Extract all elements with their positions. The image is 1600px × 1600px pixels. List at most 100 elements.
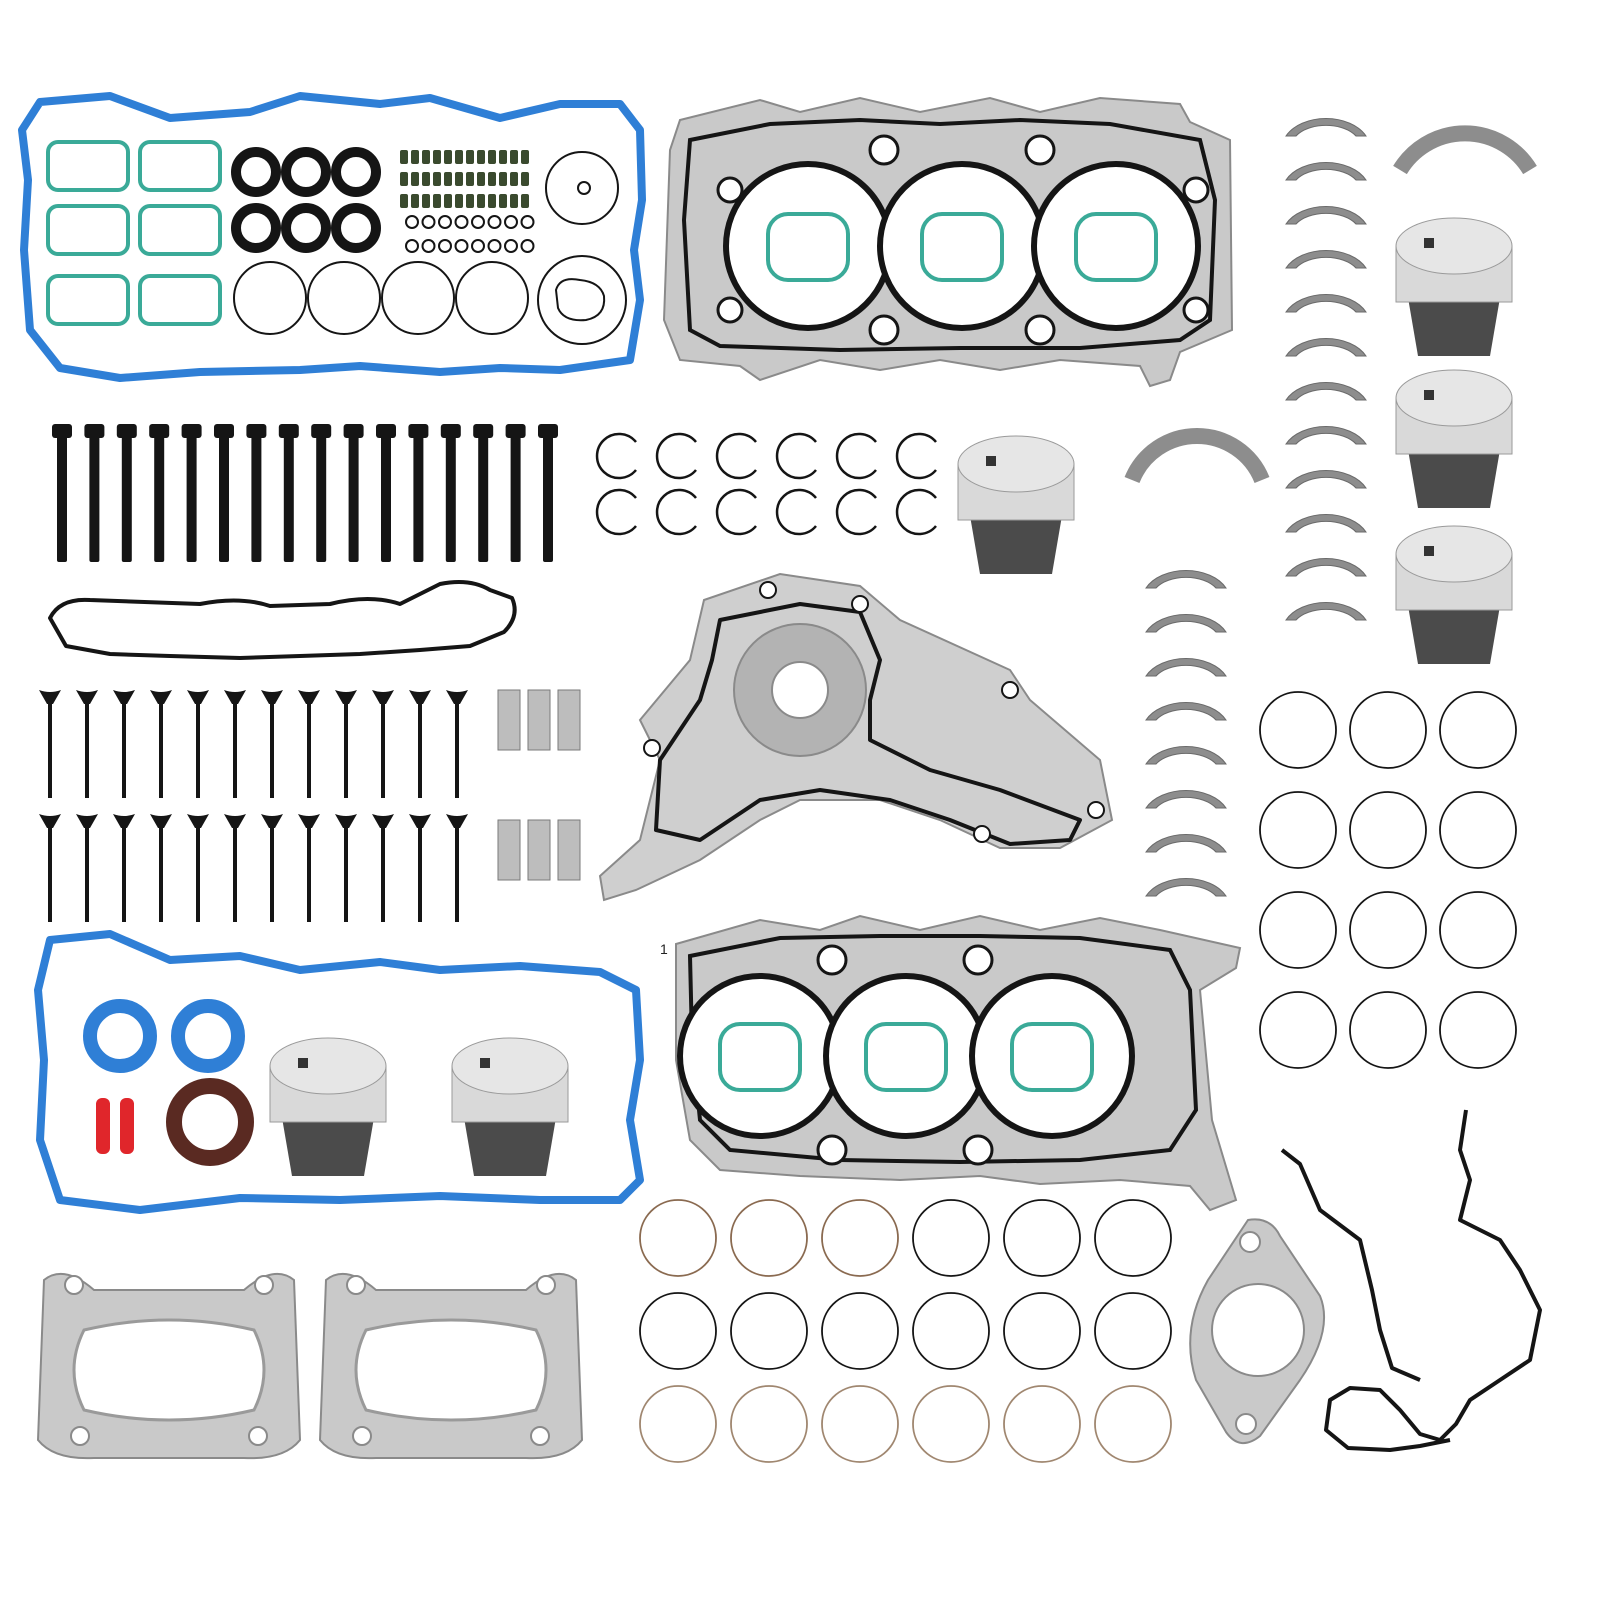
bolt-hole <box>868 134 900 166</box>
thrust-washers <box>1124 125 1537 484</box>
valve-head <box>298 814 320 828</box>
piston-ring <box>1003 1292 1081 1370</box>
piston-skirt <box>1406 438 1502 508</box>
valve-stem <box>344 702 348 798</box>
head-bolt-head <box>278 424 299 438</box>
valve-head <box>76 814 98 828</box>
valve-head <box>150 814 172 828</box>
valve-stem <box>455 702 459 798</box>
valve-stem-seal <box>521 194 529 208</box>
pin-clip <box>775 488 817 536</box>
bolt-holes <box>816 944 994 1166</box>
valve-stem-seal <box>510 172 518 186</box>
thrust-washer <box>1124 427 1270 484</box>
head-bolt-shank <box>57 432 67 562</box>
valve-stem-seal <box>510 194 518 208</box>
cylinder-bore <box>677 973 843 1139</box>
piston-ring <box>1349 791 1427 869</box>
valve-stem <box>381 826 385 922</box>
bolt-hole <box>868 314 900 346</box>
valve-stem <box>85 826 89 922</box>
tube-seal <box>331 203 381 253</box>
bolt-hole <box>1024 134 1056 166</box>
valve-head <box>76 690 98 704</box>
piston-ring <box>1439 891 1517 969</box>
valve-head <box>187 814 209 828</box>
head-bolt-head <box>116 424 137 438</box>
valve-head <box>372 690 394 704</box>
valve-stem-seal <box>422 172 430 186</box>
valve-stem-seal <box>488 194 496 208</box>
valve-stem <box>381 702 385 798</box>
valve-head <box>113 690 135 704</box>
piston-ring <box>1094 1199 1172 1277</box>
head-bolts <box>52 424 558 562</box>
bolt-hole <box>1235 1413 1257 1435</box>
valve-stem-seal <box>466 194 474 208</box>
piston-ring <box>1094 1292 1172 1370</box>
valve-cover-gasket-top <box>18 92 646 382</box>
valve-stem <box>122 826 126 922</box>
combustion-chambers <box>723 161 1201 331</box>
valves <box>39 690 468 922</box>
piston-pins <box>497 689 581 881</box>
pin-clip <box>595 488 637 536</box>
bearing-shell <box>1145 834 1227 853</box>
head-bolt-shank <box>219 432 229 562</box>
head-bolt-shank <box>445 432 456 562</box>
bearing-shell <box>1285 338 1367 357</box>
water-pump-opening <box>771 661 829 719</box>
bearing-shell <box>1145 614 1227 633</box>
piston-skirt <box>1406 286 1502 356</box>
piston-ring <box>912 1199 990 1277</box>
piston-ring <box>639 1385 717 1463</box>
pistons <box>269 217 1513 1176</box>
bolt-hole <box>759 581 777 599</box>
small-o-ring <box>421 215 436 229</box>
valve-stem-seal <box>400 172 408 186</box>
head-bolt-shank <box>543 432 553 562</box>
bearing-shell <box>1285 602 1367 621</box>
tube-plugs <box>96 1098 134 1154</box>
head-bolt-head <box>311 424 332 438</box>
tube-seal <box>281 203 331 253</box>
piston-pin-clips <box>595 432 937 536</box>
small-o-ring <box>421 239 436 253</box>
pin-clip <box>715 488 757 536</box>
head-bolt-head <box>440 424 461 438</box>
head-bolt-shank <box>381 432 391 562</box>
small-o-ring <box>520 215 535 229</box>
pin-clip <box>595 432 637 480</box>
valve-stem-seal <box>400 150 408 164</box>
valve-stem <box>196 702 200 798</box>
oil-filter-gasket <box>554 278 606 322</box>
piston-skirt <box>1406 594 1502 664</box>
bolt-hole <box>64 1275 84 1295</box>
valve-stem <box>270 702 274 798</box>
piston-mark <box>480 1058 490 1068</box>
bolt-hole <box>70 1426 90 1446</box>
piston-crown <box>957 435 1075 493</box>
o-ring <box>545 151 619 225</box>
bolt-hole <box>1182 176 1210 204</box>
valve-head <box>150 690 172 704</box>
o-ring <box>537 255 627 345</box>
bolt-hole <box>1239 1231 1261 1253</box>
piston <box>451 1037 569 1176</box>
valve-stem <box>159 826 163 922</box>
bolt-holes <box>643 581 1105 843</box>
piston-ring <box>1259 991 1337 1069</box>
valve-stem-seal <box>422 194 430 208</box>
valve-stem <box>344 826 348 922</box>
bolt-hole <box>254 1275 274 1295</box>
valve-stem <box>307 826 311 922</box>
piston-mark <box>298 1058 308 1068</box>
valve-head <box>261 690 283 704</box>
piston-ring <box>1259 891 1337 969</box>
valve-stem-seal <box>422 150 430 164</box>
valve-stem-seal <box>466 172 474 186</box>
exhaust-manifold-gaskets <box>36 1272 584 1460</box>
piston-ring <box>730 1292 808 1370</box>
small-o-ring <box>487 239 502 253</box>
o-ring <box>307 261 381 335</box>
